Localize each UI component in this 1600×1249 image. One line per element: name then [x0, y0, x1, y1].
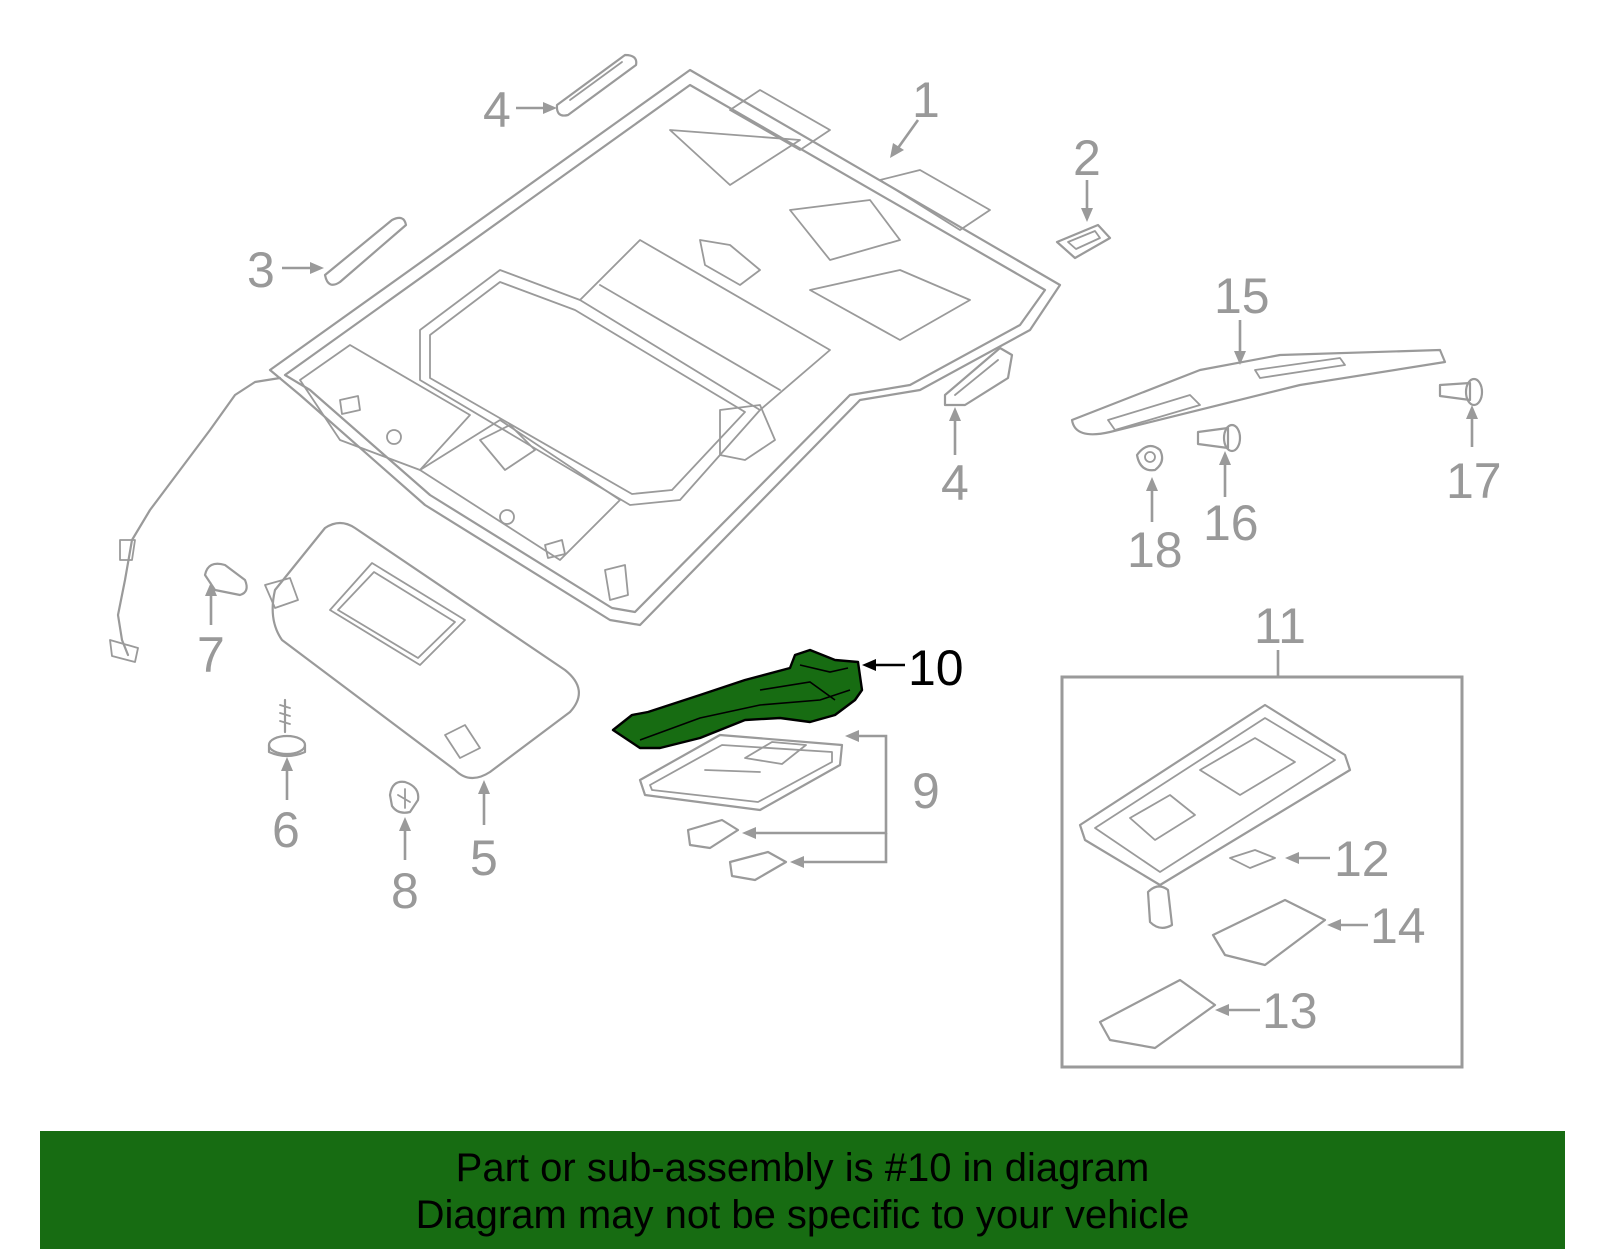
map-lamp-part-9 — [638, 733, 844, 882]
pin-part-17 — [1438, 377, 1484, 407]
headliner-part-1 — [109, 68, 1062, 663]
callout-10: 10 — [908, 640, 964, 696]
fastener-part-8 — [388, 780, 420, 814]
callout-11: 11 — [1254, 598, 1306, 654]
callout-8: 8 — [391, 863, 419, 919]
callout-7: 7 — [197, 627, 225, 683]
callout-3: 3 — [247, 242, 275, 298]
screw-part-6 — [267, 698, 307, 758]
callout-13: 13 — [1262, 983, 1318, 1039]
console-box-11 — [1060, 675, 1464, 1069]
callout-14: 14 — [1370, 898, 1426, 954]
callout-9: 9 — [912, 763, 940, 819]
callout-2: 2 — [1073, 130, 1101, 186]
callout-6: 6 — [272, 802, 300, 858]
callout-18: 18 — [1127, 522, 1183, 578]
clip-part-2 — [1055, 223, 1112, 260]
bracket-part-10-highlighted — [611, 648, 864, 750]
callout-16: 16 — [1203, 495, 1259, 551]
callout-15: 15 — [1214, 268, 1270, 324]
callout-5: 5 — [470, 830, 498, 886]
callout-4-top: 4 — [483, 82, 511, 138]
clip-part-7 — [203, 562, 248, 597]
info-banner: Part or sub-assembly is #10 in diagram D… — [40, 1131, 1565, 1249]
callout-12: 12 — [1334, 831, 1390, 887]
pin-part-16 — [1196, 423, 1242, 453]
nut-part-18 — [1135, 444, 1164, 472]
banner-line-disclaimer: Diagram may not be specific to your vehi… — [415, 1193, 1190, 1237]
handle-part-4-right — [943, 346, 1014, 407]
handle-part-4-top — [555, 53, 638, 117]
callout-leaders — [205, 102, 1478, 1016]
grab-handle-part-3 — [323, 216, 408, 286]
callout-17: 17 — [1446, 453, 1502, 509]
trim-part-15 — [1070, 348, 1447, 436]
banner-line-part-number: Part or sub-assembly is #10 in diagram — [455, 1146, 1150, 1190]
callout-1: 1 — [912, 72, 940, 128]
callout-4-right: 4 — [941, 455, 969, 511]
sun-visor-part-5 — [264, 521, 580, 780]
